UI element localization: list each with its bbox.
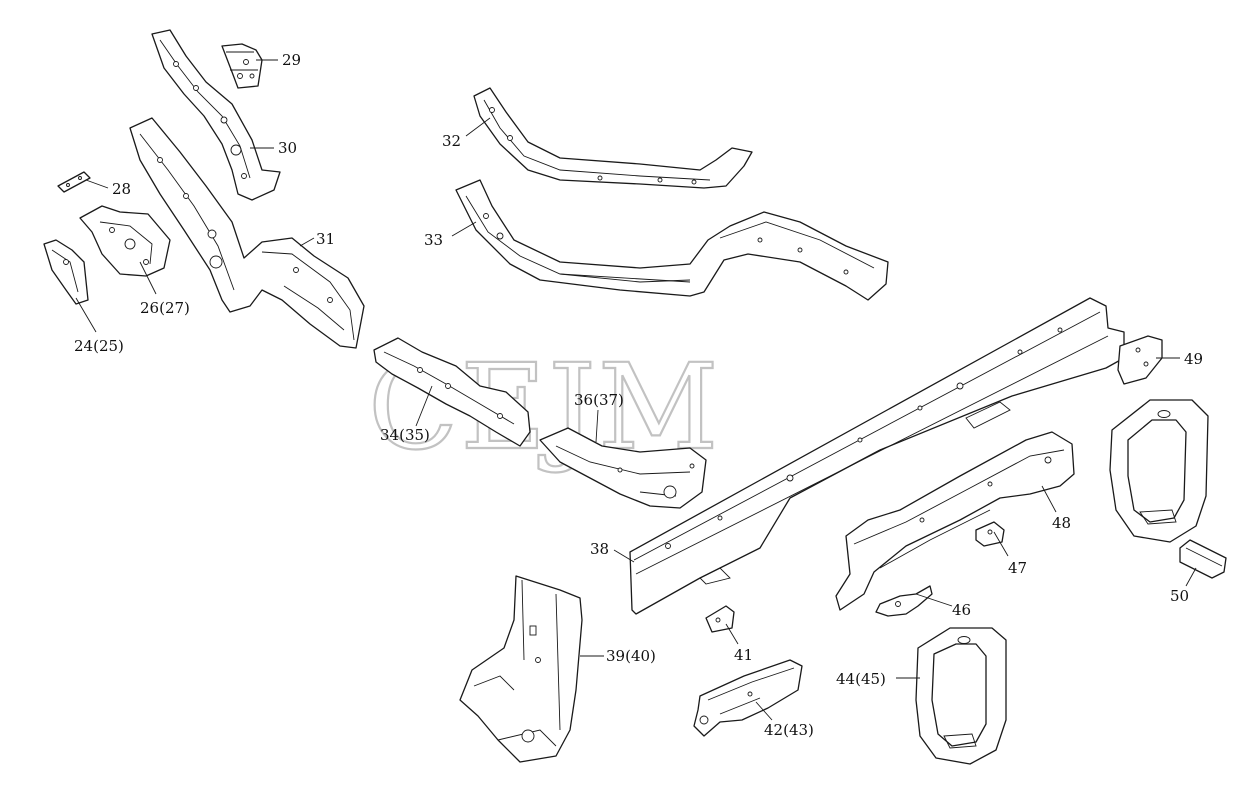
- callout-29: 29: [282, 51, 301, 69]
- callout-48: 48: [1052, 514, 1071, 532]
- part-49: [1117, 335, 1163, 385]
- leader-lines: [75, 59, 1197, 721]
- part-47: [975, 521, 1005, 547]
- part-46: [875, 585, 933, 617]
- callout-28: 28: [112, 180, 131, 198]
- part-26: [79, 205, 171, 277]
- callout-36: 36(37): [574, 391, 624, 409]
- part-42: [693, 659, 803, 737]
- callout-38: 38: [590, 540, 609, 558]
- callout-47: 47: [1008, 559, 1027, 577]
- part-33: [455, 179, 889, 301]
- part-28: [57, 171, 91, 193]
- part-48: [835, 431, 1075, 611]
- callout-labels: 29 30 28 31 26(27) 24(25) 32 33 34(35) 3…: [74, 51, 1203, 739]
- part-29: [221, 43, 263, 89]
- callout-50: 50: [1170, 587, 1189, 605]
- callout-32: 32: [442, 132, 461, 150]
- part-41: [705, 605, 735, 633]
- callout-39: 39(40): [606, 647, 656, 665]
- part-50: [1179, 539, 1227, 579]
- callout-33: 33: [424, 231, 443, 249]
- part-34: [373, 337, 531, 447]
- callout-44: 44(45): [836, 670, 886, 688]
- part-44: [915, 627, 1007, 765]
- callout-26: 26(27): [140, 299, 190, 317]
- part-38: [629, 297, 1125, 615]
- callout-42: 42(43): [764, 721, 814, 739]
- part-32: [473, 87, 753, 189]
- part-36: [539, 427, 707, 509]
- callout-24: 24(25): [74, 337, 124, 355]
- part-31: [129, 117, 365, 349]
- part-frame-right: [1109, 399, 1209, 543]
- callout-46: 46: [952, 601, 971, 619]
- callout-31: 31: [316, 230, 335, 248]
- part-30: [151, 29, 281, 201]
- callout-49: 49: [1184, 350, 1203, 368]
- callout-30: 30: [278, 139, 297, 157]
- callout-34: 34(35): [380, 426, 430, 444]
- part-24: [43, 239, 89, 305]
- callout-41: 41: [734, 646, 753, 664]
- part-39: [459, 575, 583, 763]
